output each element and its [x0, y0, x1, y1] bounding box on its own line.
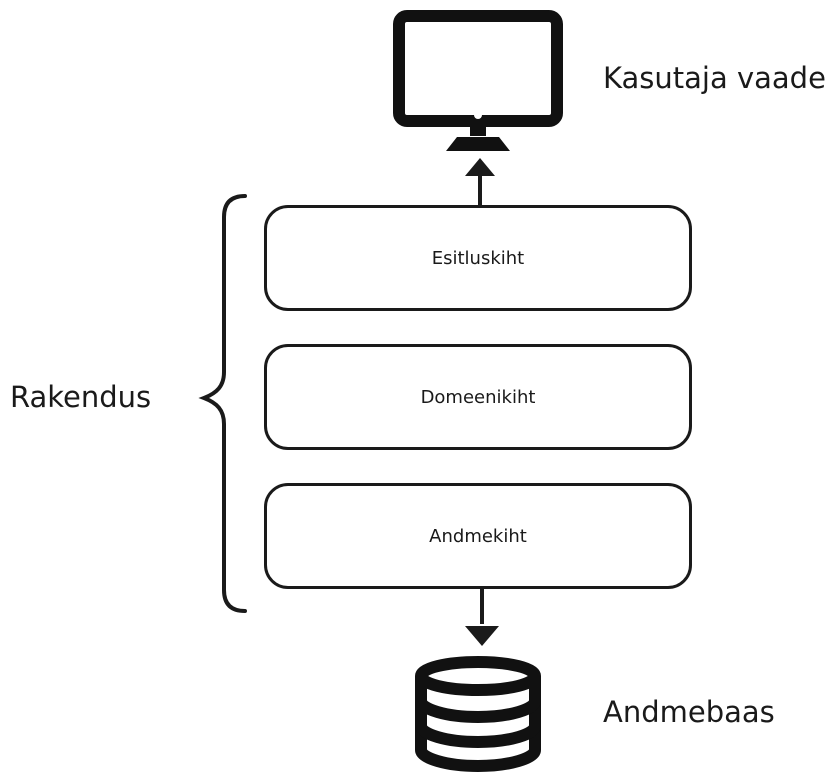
user-view-label: Kasutaja vaade — [603, 61, 826, 95]
arrow-to-database — [465, 589, 499, 646]
database-label: Andmebaas — [603, 695, 775, 729]
layer-data-label: Andmekiht — [429, 525, 527, 547]
database-icon — [415, 656, 541, 773]
application-label: Rakendus — [10, 380, 152, 414]
arrow-to-user-view — [465, 158, 495, 205]
monitor-icon — [393, 10, 563, 151]
layer-presentation-label: Esitluskiht — [431, 247, 525, 269]
layer-domain: Domeenikiht — [264, 344, 692, 450]
application-brace — [198, 194, 247, 613]
layer-data: Andmekiht — [264, 483, 692, 589]
layer-presentation: Esitluskiht — [264, 205, 692, 311]
layer-domain-label: Domeenikiht — [420, 386, 536, 408]
